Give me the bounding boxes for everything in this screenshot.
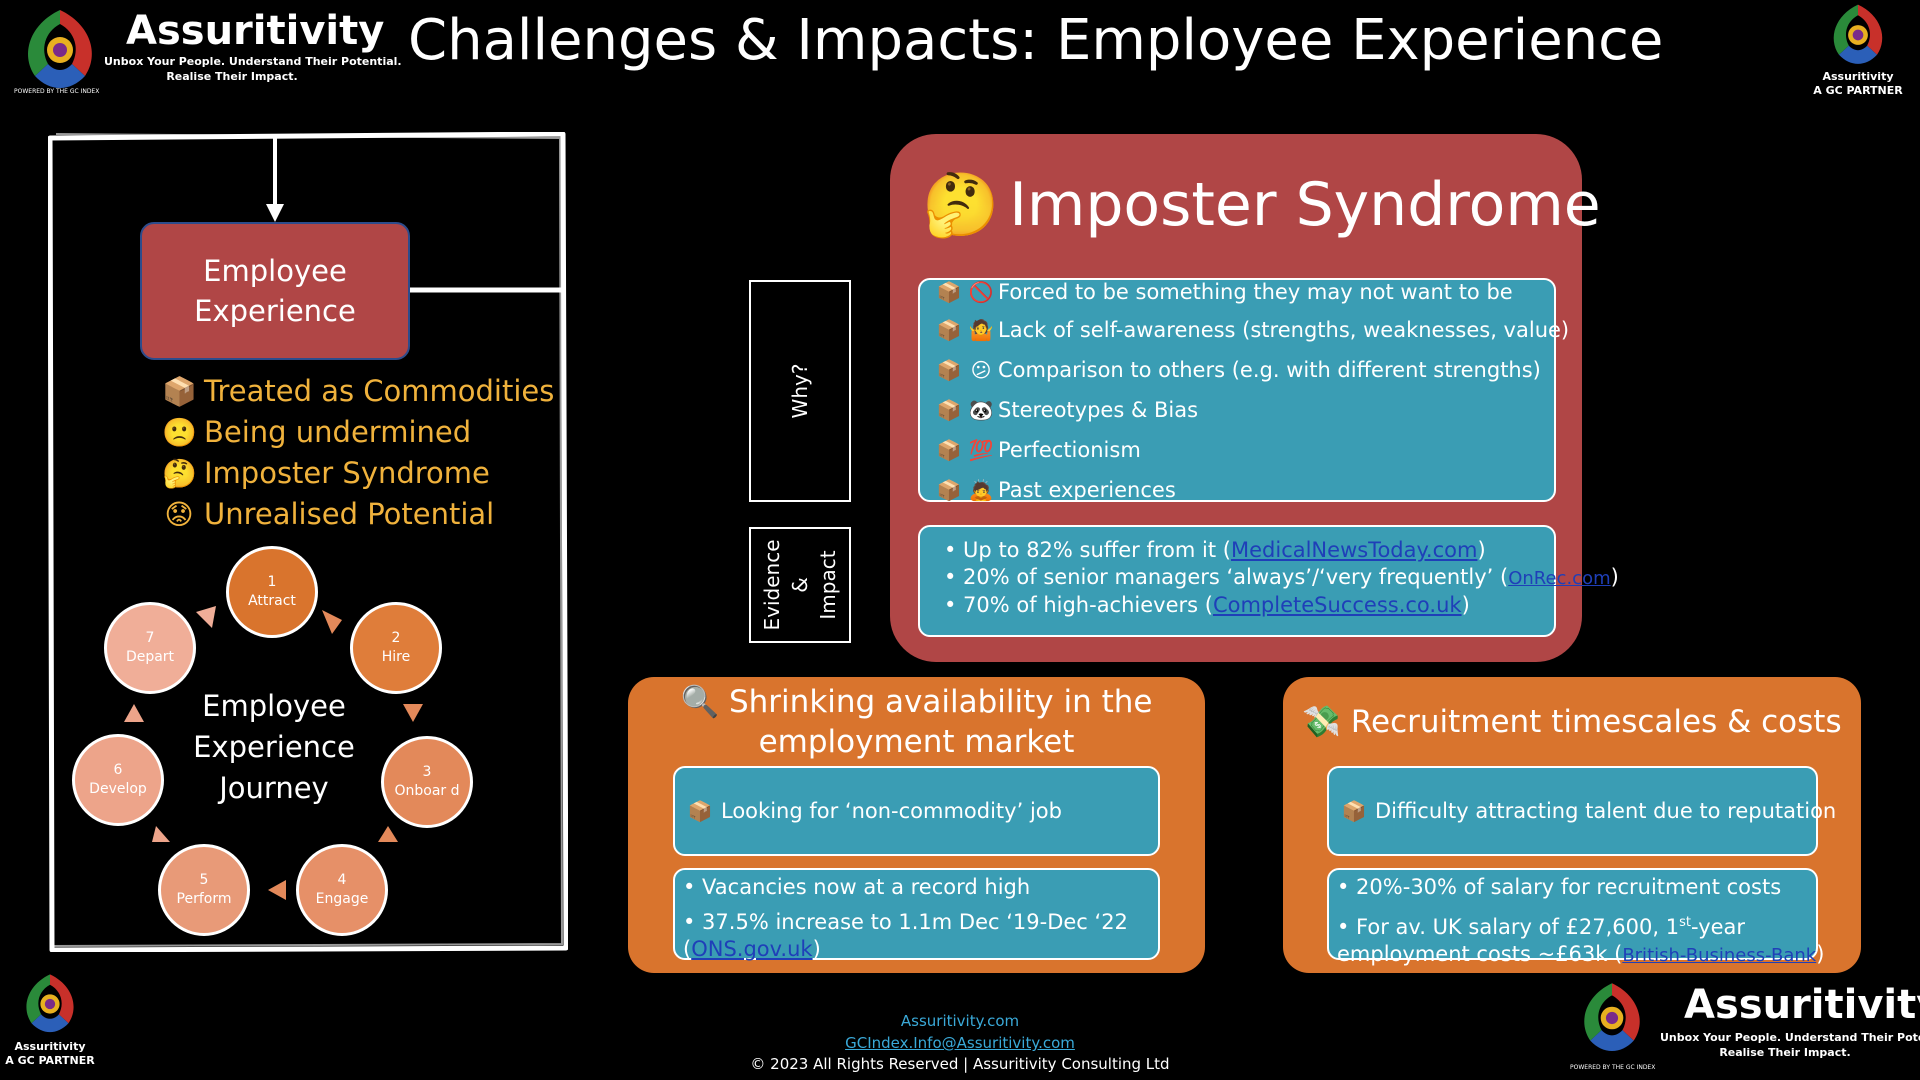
panda-icon: 🐼 [968,398,994,422]
source-link[interactable]: OnRec.com [1508,568,1611,589]
footer-email-link[interactable]: GCIndex.Info@Assuritivity.com [845,1034,1075,1052]
source-link[interactable]: British-Business-Bank [1622,945,1817,966]
box-icon: 📦 [936,358,962,382]
journey-label: Employee Experience Journey [193,689,355,805]
challenge-item: 😟 Unrealised Potential [162,497,494,531]
worried-face-icon: 😟 [164,497,194,531]
box-icon: 📦 [687,799,713,823]
employee-experience-box: Employee Experience [140,222,410,360]
confused-face-icon: 😕 [970,358,992,382]
journey-arrows [124,606,423,900]
box-icon: 📦 [1341,799,1367,823]
powered-by-label: POWERED BY THE GC INDEX [1570,1064,1656,1071]
shrinking-evidence-box: • Vacancies now at a record high • 37.5%… [673,868,1160,961]
partner-logo-top-right [1818,0,1898,70]
imposter-why-box: 📦 🚫 Forced to be something they may not … [918,278,1569,502]
frown-face-icon: 🙁 [162,415,197,449]
list-item: 📦 😕 Comparison to others (e.g. with diff… [934,358,1541,382]
evidence-label-box: Evidence & Impact [749,527,851,643]
list-item: 📦 🚫 Forced to be something they may not … [934,280,1513,304]
partner-label-bottom-left: Assuritivity A GC PARTNER [5,1040,95,1067]
magnifier-icon: 🔍 [680,684,720,720]
source-link[interactable]: ONS.gov.uk [691,937,813,961]
page-title: Challenges & Impacts: Employee Experienc… [408,8,1664,73]
box-icon: 📦 [936,438,962,462]
assuritivity-logo-icon [1584,983,1640,1052]
money-icon: 💸 [1302,704,1341,740]
why-label-box: Why? [749,280,851,502]
journey-arrow-icon [152,826,170,842]
journey-arrow-icon [124,704,144,722]
evidence-item: • 70% of high-achievers (CompleteSuccess… [944,593,1470,617]
shrinking-title: 🔍 Shrinking availability in the employme… [680,684,1153,760]
brand-name: Assuritivity [1684,982,1920,1028]
thinking-face-icon: 🤔 [922,168,1000,241]
evidence-item: • Up to 82% suffer from it (MedicalNewsT… [944,538,1486,562]
bowing-person-icon: 🙇 [968,478,994,502]
brand-name: Assuritivity [126,8,385,54]
list-item: 📦 🤷 Lack of self-awareness (strengths, w… [934,318,1570,342]
assuritivity-logo-icon [26,974,74,1033]
recruitment-evidence-box: • 20%-30% of salary for recruitment cost… [1327,868,1824,966]
assuritivity-logo-icon [1833,4,1883,64]
brand-logo-top-left [10,4,110,96]
thinking-face-icon: 🤔 [162,456,197,490]
hundred-points-icon: 💯 [968,438,994,462]
source-link[interactable]: CompleteSuccess.co.uk [1212,593,1462,617]
shrinking-why-box: 📦 Looking for ‘non-commodity’ job [673,766,1160,856]
recruitment-title: 💸 Recruitment timescales & costs [1302,704,1842,740]
box-icon: 📦 [936,398,962,422]
challenge-item: 🙁 Being undermined [162,415,472,449]
list-item: 📦 💯 Perfectionism [934,438,1141,462]
imposter-title: 🤔 Imposter Syndrome [922,168,1601,241]
journey-arrow-icon [403,704,423,722]
shrug-icon: 🤷 [968,318,994,342]
footer-copyright: © 2023 All Rights Reserved | Assuritivit… [750,1055,1170,1073]
journey-arrow-icon [378,826,398,842]
powered-by-label: POWERED BY THE GC INDEX [14,88,100,95]
box-icon: 📦 [936,318,962,342]
list-item: 📦 🐼 Stereotypes & Bias [934,398,1199,422]
brand-tagline: Unbox Your People. Understand Their Pote… [104,55,402,83]
journey-arrow-icon [322,610,342,634]
journey-arrow-icon [196,606,216,628]
source-link[interactable]: MedicalNewsToday.com [1230,538,1478,562]
assuritivity-logo-icon [28,10,92,88]
list-item: 📦 🙇 Past experiences [934,478,1176,502]
partner-logo-bottom-left [10,970,90,1038]
footer-site-link[interactable]: Assuritivity.com [900,1012,1020,1030]
brand-tagline: Unbox Your People. Understand Their Pote… [1660,1031,1920,1059]
box-icon: 📦 [162,374,197,408]
box-icon: 📦 [936,280,962,304]
journey-arrow-icon [268,880,286,900]
challenge-item: 📦 Treated as Commodities [162,374,555,408]
prohibited-icon: 🚫 [968,280,994,304]
brand-logo-bottom-right [1566,978,1658,1058]
imposter-evidence-box: • Up to 82% suffer from it (MedicalNewsT… [918,525,1619,637]
journey-frame [48,132,568,952]
recruitment-why-box: 📦 Difficulty attracting talent due to re… [1327,766,1836,856]
partner-label-top-right: Assuritivity A GC PARTNER [1813,70,1903,97]
evidence-item: • 20% of senior managers ‘always’/‘very … [944,565,1619,589]
box-icon: 📦 [936,478,962,502]
challenge-item: 🤔 Imposter Syndrome [162,456,490,490]
